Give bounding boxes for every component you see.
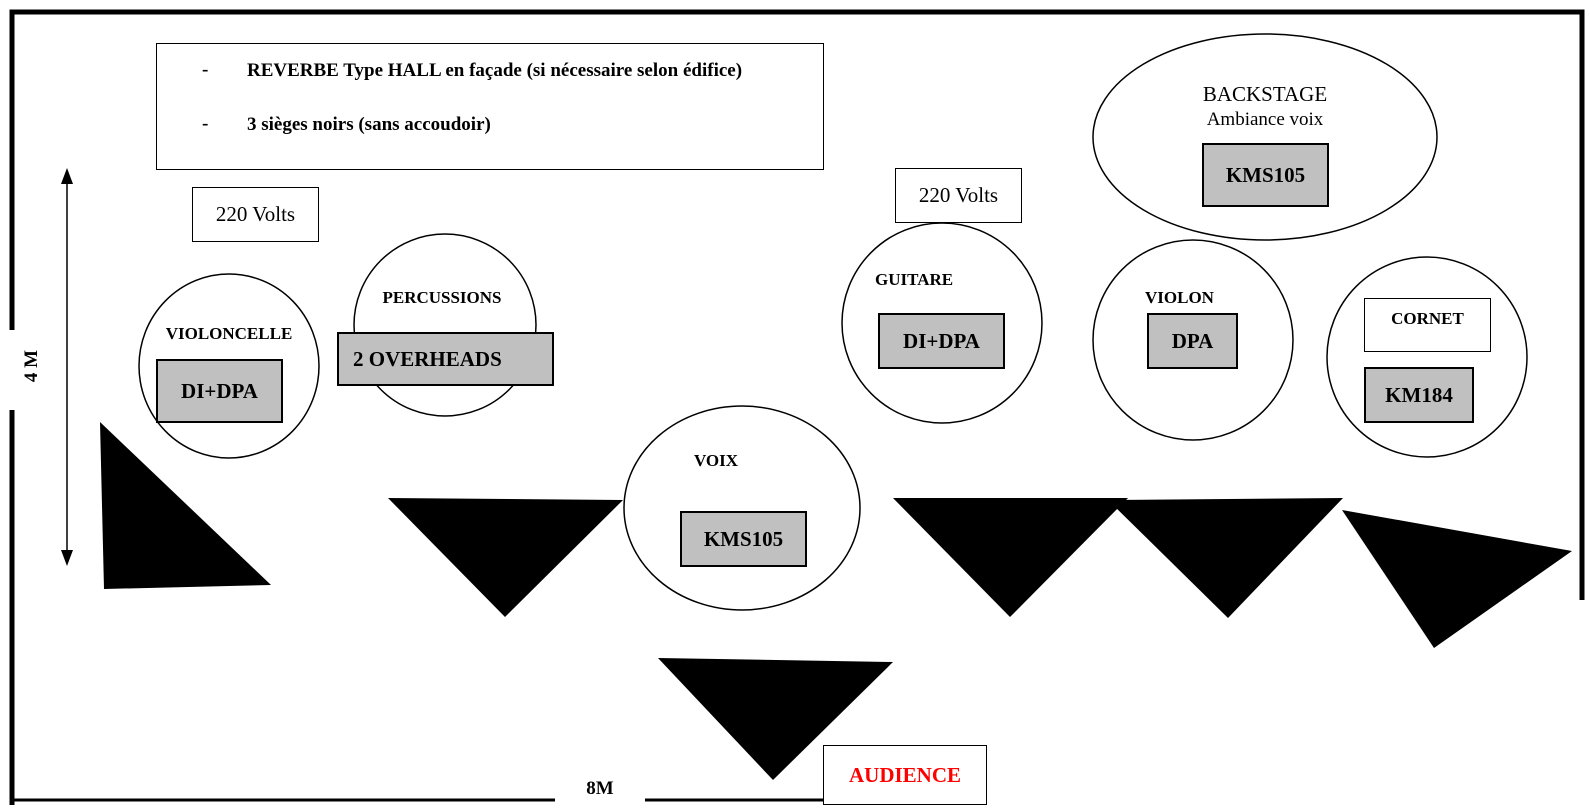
voix-mic: KMS105 (680, 511, 807, 567)
double-arrow-icon (61, 168, 73, 566)
backstage-subtitle: Ambiance voix (1206, 109, 1324, 130)
width-dimension-label: 8M (555, 778, 645, 800)
monitor-wedge-icon (1108, 498, 1343, 618)
stage-outline-top (9, 9, 1585, 600)
percussions-circle (353, 233, 537, 417)
violon-mic: DPA (1147, 313, 1238, 369)
note-bullet: - (202, 59, 209, 80)
monitor-wedge-icon (893, 498, 1128, 617)
cornet-circle (1326, 256, 1528, 458)
monitor-wedge-icon (658, 658, 893, 780)
cornet-mic: KM184 (1364, 367, 1474, 423)
violon-label: VIOLON (1145, 288, 1214, 307)
monitor-wedge-icon (388, 498, 623, 617)
voix-circle (623, 405, 861, 611)
depth-dimension-label: 4 M (21, 345, 44, 387)
monitor-wedge-icon (1342, 510, 1572, 648)
cornet-label: CORNET (1364, 298, 1491, 352)
power-label-right: 220 Volts (895, 168, 1022, 223)
notes-box: - REVERBE Type HALL en façade (si nécess… (156, 43, 824, 170)
backstage-ellipse (1092, 33, 1438, 241)
power-label-left: 220 Volts (192, 187, 319, 242)
note-text: REVERBE Type HALL en façade (si nécessai… (247, 60, 743, 81)
monitor-wedge-icon (100, 422, 271, 589)
percussions-mic: 2 OVERHEADS (337, 332, 554, 386)
violoncelle-mic: DI+DPA (156, 359, 283, 423)
backstage-mic: KMS105 (1202, 143, 1329, 207)
guitare-label: GUITARE (875, 270, 954, 289)
audience-label: AUDIENCE (823, 745, 987, 805)
note-bullet: - (202, 113, 209, 134)
note-text: 3 sièges noirs (sans accoudoir) (247, 114, 491, 135)
voix-label: VOIX (694, 451, 739, 470)
note-item: - 3 sièges noirs (sans accoudoir) (202, 113, 807, 137)
note-item: - REVERBE Type HALL en façade (si nécess… (202, 59, 807, 83)
backstage-title: BACKSTAGE (1202, 82, 1328, 106)
violoncelle-label: VIOLONCELLE (165, 324, 293, 343)
guitare-mic: DI+DPA (878, 313, 1005, 369)
percussions-label: PERCUSSIONS (382, 288, 502, 307)
